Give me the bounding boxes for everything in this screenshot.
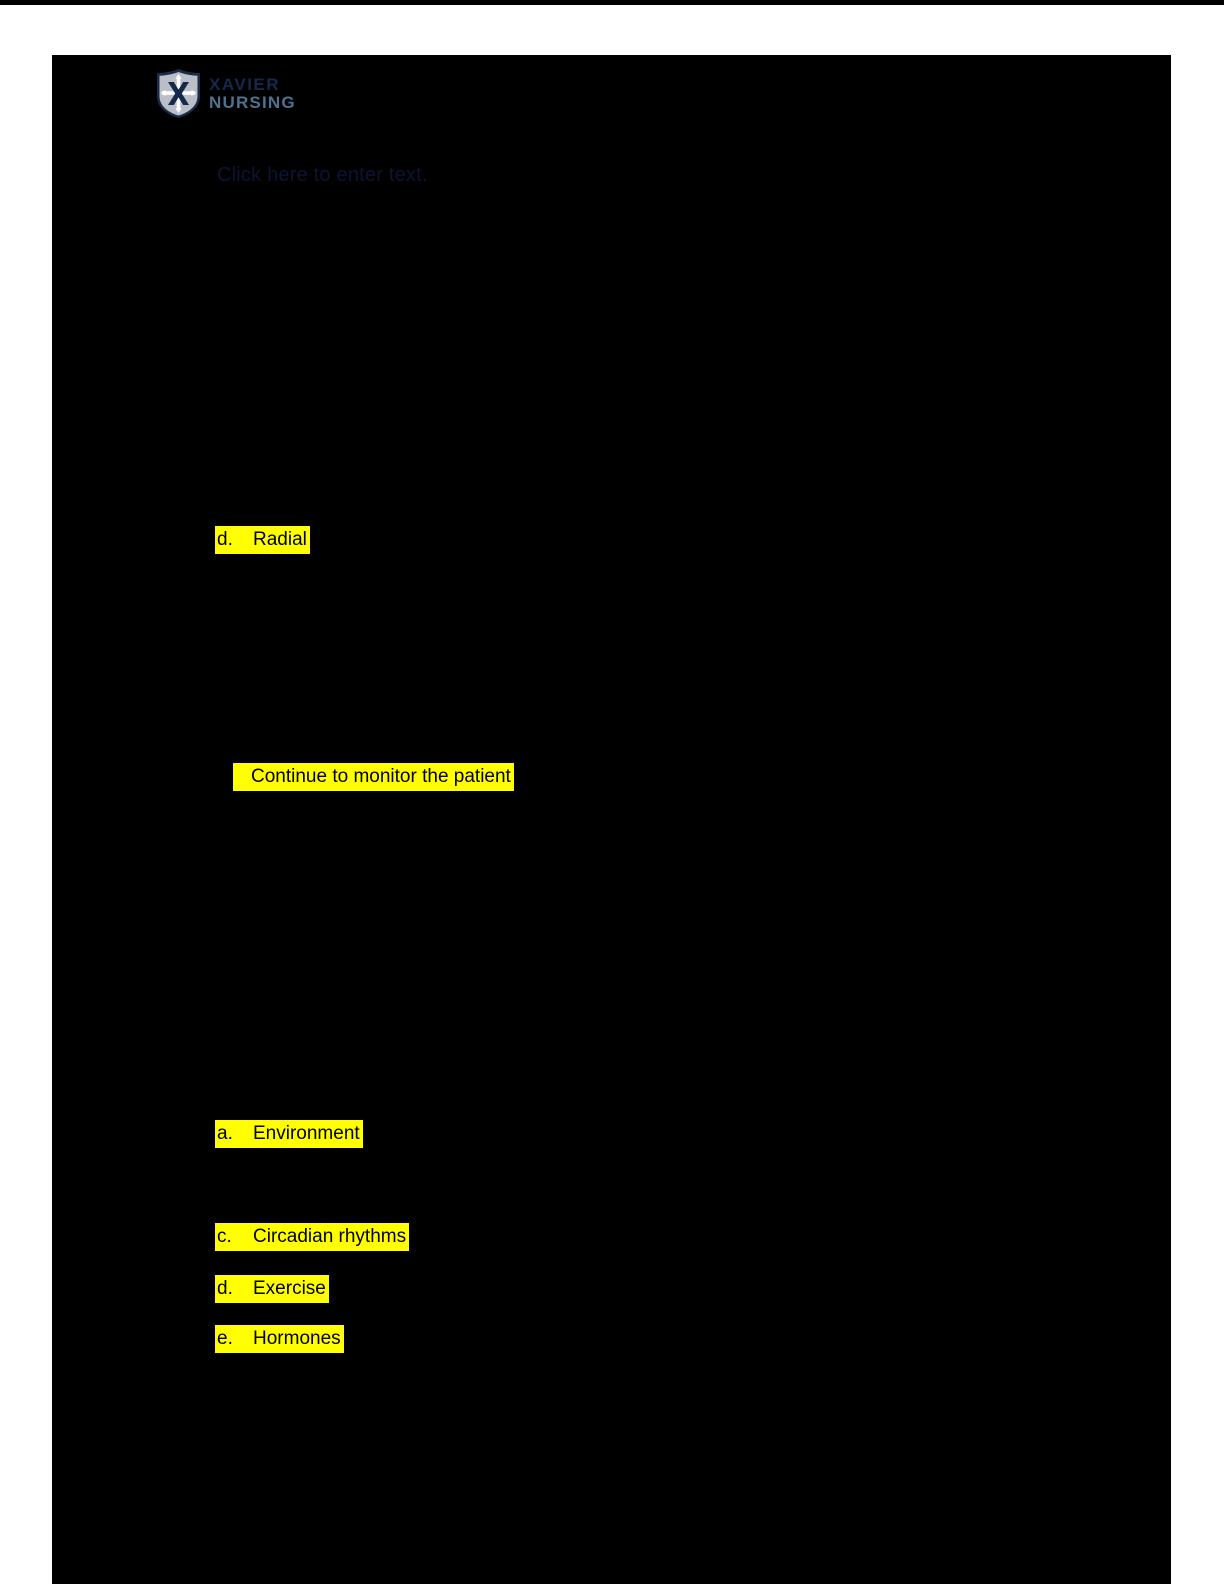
answer-label: Continue to monitor the patient xyxy=(251,766,511,787)
highlighted-answer-radial: d. Radial xyxy=(215,526,310,554)
highlighted-answer-continue-monitor: Continue to monitor the patient xyxy=(233,763,514,791)
answer-marker: a. xyxy=(217,1123,233,1144)
answer-marker: d. xyxy=(217,529,233,550)
answer-marker: d. xyxy=(217,1278,233,1299)
answer-label: Hormones xyxy=(253,1328,341,1349)
xavier-shield-icon xyxy=(157,69,200,118)
highlighted-answer-environment: a. Environment xyxy=(215,1120,363,1148)
click-to-enter-text-placeholder[interactable]: Click here to enter text. xyxy=(217,164,428,186)
top-edge-strip xyxy=(0,0,1224,5)
document-page: XAVIER NURSING Click here to enter text.… xyxy=(52,55,1171,1584)
answer-label: Environment xyxy=(253,1123,360,1144)
xavier-nursing-logo: XAVIER NURSING xyxy=(155,68,296,119)
answer-label: Radial xyxy=(253,529,307,550)
logo-text-xavier: XAVIER xyxy=(209,75,281,94)
logo-text-nursing: NURSING xyxy=(209,93,296,112)
highlighted-answer-hormones: e. Hormones xyxy=(215,1325,344,1353)
highlighted-answer-exercise: d. Exercise xyxy=(215,1275,329,1303)
answer-label: Circadian rhythms xyxy=(253,1226,407,1247)
answer-marker: c. xyxy=(217,1226,232,1247)
highlighted-answer-circadian-rhythms: c. Circadian rhythms xyxy=(215,1223,410,1251)
answer-marker: e. xyxy=(217,1328,233,1349)
answer-label: Exercise xyxy=(253,1278,326,1299)
